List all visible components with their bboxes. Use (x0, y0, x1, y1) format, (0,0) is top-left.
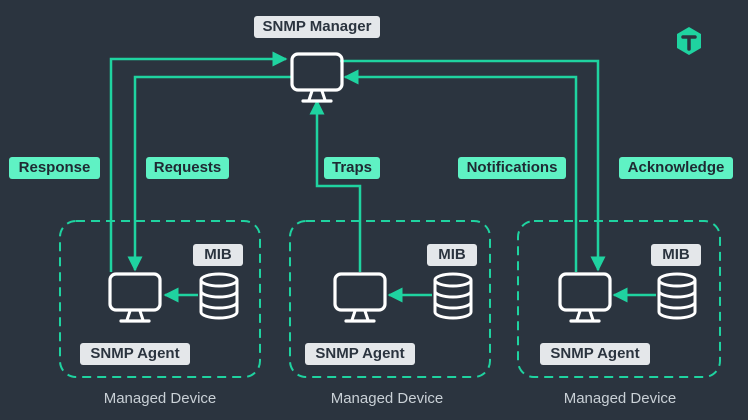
traps-arrow (309, 99, 362, 272)
flow-label-notifications: Notifications (458, 157, 566, 179)
requests-arrow (127, 75, 291, 272)
device-frame-1 (59, 220, 261, 378)
flow-label-response: Response (9, 157, 100, 179)
agent-label-1: SNMP Agent (80, 343, 190, 365)
brand-logo-icon (677, 27, 701, 55)
mib-label-2: MIB (427, 244, 477, 266)
notifications-arrow (343, 69, 578, 272)
mib-database-icon-1 (199, 272, 239, 320)
agent-label-3: SNMP Agent (540, 343, 650, 365)
device-caption-1: Managed Device (103, 390, 217, 407)
mib-database-icon-2 (433, 272, 473, 320)
flow-label-requests: Requests (146, 157, 229, 179)
manager-label: SNMP Manager (254, 16, 380, 38)
manager-monitor-icon (290, 52, 344, 103)
agent-monitor-icon-3 (558, 272, 612, 323)
agent-monitor-icon-2 (333, 272, 387, 323)
flow-label-acknowledge: Acknowledge (619, 157, 733, 179)
acknowledge-arrow (340, 59, 606, 272)
device-frame-2 (289, 220, 491, 378)
device-caption-3: Managed Device (563, 390, 677, 407)
mib-label-1: MIB (193, 244, 243, 266)
mib-label-3: MIB (651, 244, 701, 266)
agent-monitor-icon-1 (108, 272, 162, 323)
flow-label-traps: Traps (324, 157, 380, 179)
device-caption-2: Managed Device (330, 390, 444, 407)
response-arrow (109, 51, 288, 272)
mib-database-icon-3 (657, 272, 697, 320)
device-frame-3 (517, 220, 721, 378)
agent-label-2: SNMP Agent (305, 343, 415, 365)
